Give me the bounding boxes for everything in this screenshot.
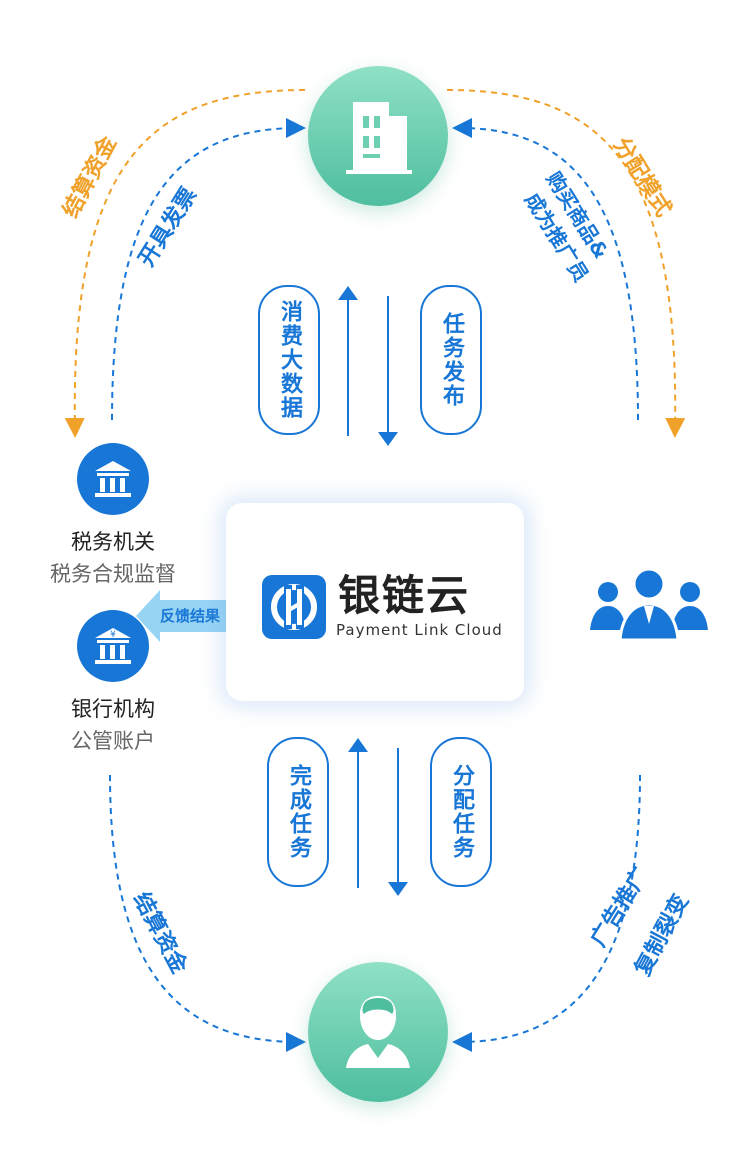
promoter-group-icon	[590, 567, 708, 642]
platform-name: 银链云	[338, 571, 471, 620]
tax-authority-subtitle: 税务合规监督	[50, 562, 176, 586]
blue-curve-top-left	[111, 118, 306, 421]
bank-subtitle: 公管账户	[71, 729, 155, 753]
user-node	[308, 962, 448, 1102]
bank-node: ¥	[77, 610, 149, 682]
tax-authority-node	[77, 443, 149, 515]
blue-curve-bottom-right	[452, 774, 641, 1052]
pill-consumption-data: 消费大数据	[258, 285, 320, 435]
bank-building-icon	[95, 461, 131, 497]
platform-subtitle: Payment Link Cloud	[336, 621, 503, 639]
merchant-node	[308, 66, 448, 206]
feedback-arrow	[136, 590, 228, 642]
pill-assign-task: 分配任务	[430, 737, 492, 887]
tax-authority-title: 税务机关	[71, 530, 155, 554]
platform-logo-icon	[262, 575, 326, 639]
platform-card: 银链云 Payment Link Cloud	[226, 503, 524, 701]
building-icon	[346, 102, 412, 174]
person-icon	[346, 996, 410, 1068]
pill-complete-task: 完成任务	[267, 737, 329, 887]
blue-curve-bottom-left	[109, 774, 306, 1052]
orange-curve-top-left	[64, 89, 306, 438]
bank-title: 银行机构	[71, 697, 155, 721]
pill-task-publish: 任务发布	[420, 285, 482, 435]
svg-text:¥: ¥	[110, 630, 116, 640]
feedback-label: 反馈结果	[160, 607, 221, 625]
orange-curve-top-right	[446, 89, 686, 438]
bank-yen-icon: ¥	[95, 628, 131, 664]
blue-curve-top-right	[452, 118, 639, 421]
